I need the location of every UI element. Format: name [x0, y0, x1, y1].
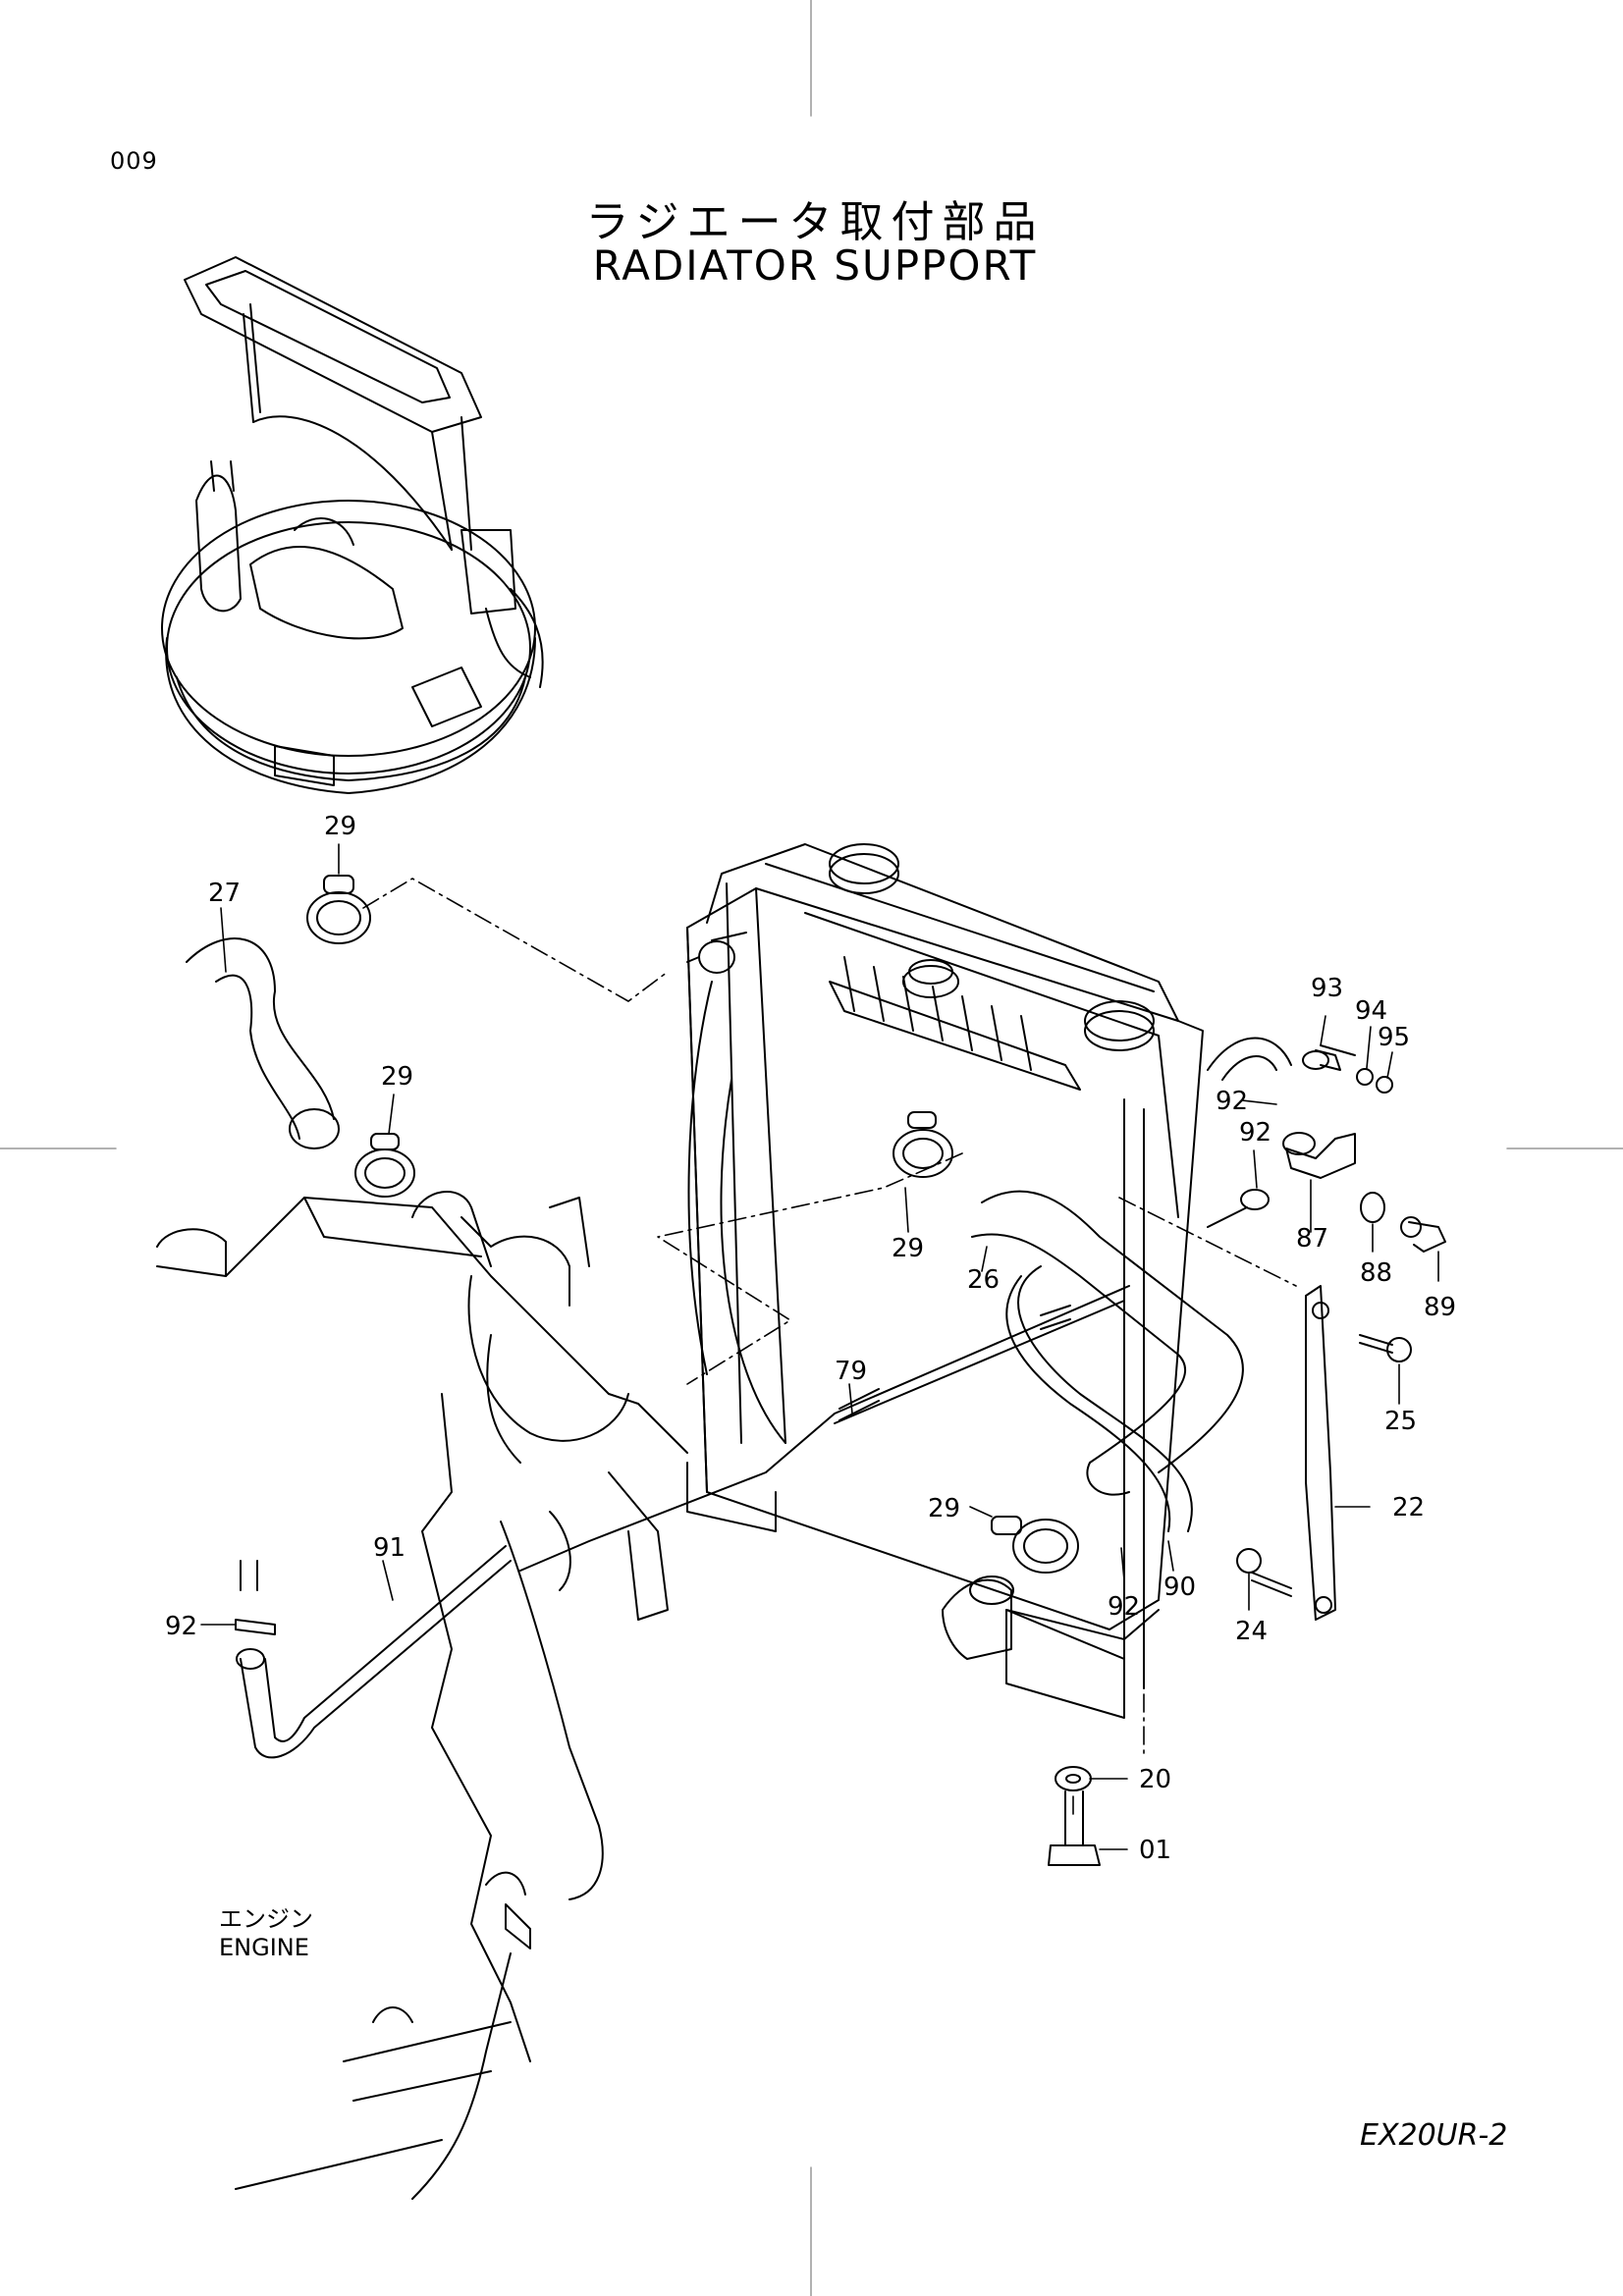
label-92-left: 92	[165, 1612, 197, 1641]
label-89: 89	[1424, 1293, 1456, 1322]
hose-26	[971, 1190, 1244, 1496]
drain-cock-assembly	[1207, 1037, 1446, 1253]
label-29-lower: 29	[928, 1494, 960, 1523]
label-01: 01	[1139, 1836, 1171, 1865]
label-95: 95	[1378, 1023, 1410, 1052]
clamp-29-upper	[306, 875, 371, 944]
hose-91	[235, 1545, 512, 1759]
reference-lines	[362, 878, 1297, 1817]
label-29-mid: 29	[381, 1062, 413, 1092]
bolt-25	[1359, 1334, 1412, 1362]
page-title-en: RADIATOR SUPPORT	[592, 241, 1038, 290]
bolt-24	[1236, 1548, 1292, 1597]
label-92-lower: 92	[1108, 1592, 1140, 1622]
engine-label-en: ENGINE	[219, 1934, 309, 1961]
page-code: 009	[110, 147, 158, 175]
hose-27	[186, 937, 340, 1149]
label-26: 26	[967, 1265, 1000, 1295]
stay-22	[1305, 1285, 1336, 1621]
page-title-jp: ラジエータ取付部品	[585, 197, 1045, 247]
label-92-upper: 92	[1216, 1087, 1248, 1116]
clamp-29-mid	[354, 1133, 415, 1198]
part-number-labels: 29 27 29 29 26 79 91 92 29 92 90 20 01 9…	[165, 812, 1456, 1865]
overflow-hose-79	[519, 1285, 1130, 1572]
label-24: 24	[1235, 1617, 1268, 1646]
label-93: 93	[1311, 974, 1343, 1003]
label-29-right: 29	[892, 1234, 924, 1263]
model-code: EX20UR-2	[1360, 2118, 1508, 2153]
label-87: 87	[1296, 1224, 1328, 1254]
label-27: 27	[208, 879, 241, 908]
label-79: 79	[835, 1357, 867, 1386]
label-25: 25	[1384, 1407, 1417, 1436]
clamp-29-right	[893, 1111, 953, 1178]
label-29-upper: 29	[324, 812, 356, 841]
hose-90	[1005, 1265, 1193, 1532]
washer-20-bolt-01	[1048, 1766, 1101, 1866]
label-90: 90	[1163, 1573, 1196, 1602]
label-20: 20	[1139, 1765, 1171, 1794]
label-92-mid: 92	[1239, 1118, 1271, 1148]
engine-label-jp: エンジン	[219, 1905, 313, 1933]
label-91: 91	[373, 1533, 406, 1563]
machine-overview-illustration	[161, 256, 544, 794]
radiator-illustration	[686, 843, 1204, 1719]
clamp-29-lower	[991, 1516, 1079, 1574]
leader-lines	[200, 843, 1439, 1850]
label-94: 94	[1355, 996, 1387, 1026]
engine-illustration	[156, 1191, 688, 2200]
label-88: 88	[1360, 1258, 1392, 1288]
label-22: 22	[1392, 1493, 1425, 1522]
